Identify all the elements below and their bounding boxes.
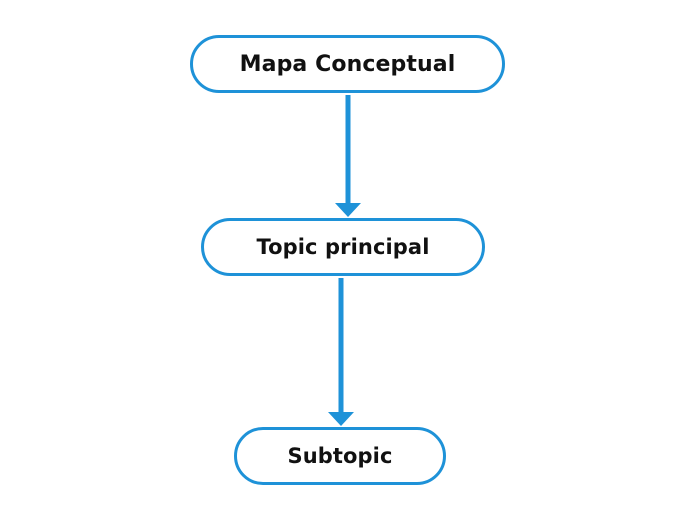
connector-topic-to-subtopic [328,278,354,426]
concept-node-root[interactable]: Mapa Conceptual [190,35,505,93]
concept-node-root-label: Mapa Conceptual [239,51,456,77]
connector-root-to-topic [335,95,361,217]
concept-node-topic-label: Topic principal [256,235,430,259]
concept-node-topic[interactable]: Topic principal [201,218,485,276]
concept-node-subtopic[interactable]: Subtopic [234,427,446,485]
arrowhead-icon [328,412,354,426]
concept-node-subtopic-label: Subtopic [287,444,393,468]
arrowhead-icon [335,203,361,217]
